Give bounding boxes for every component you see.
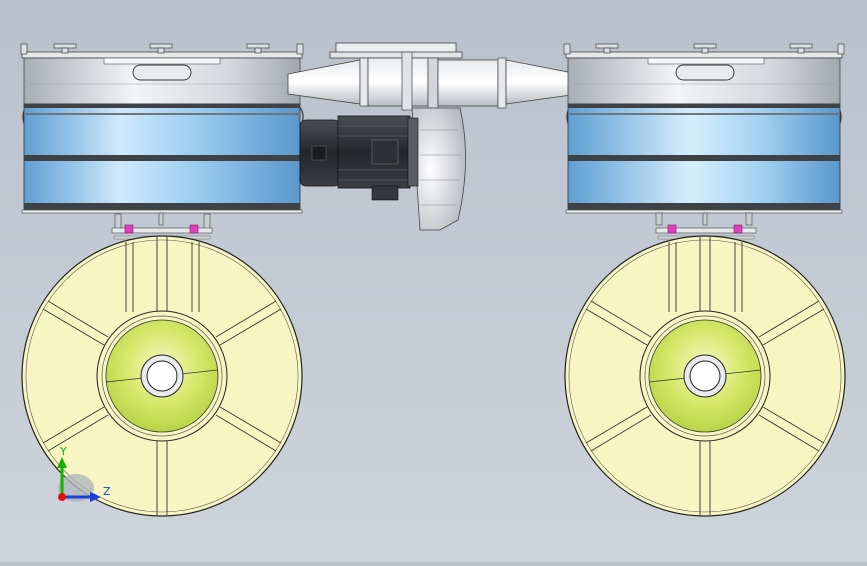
- right-inspection-slot: [675, 64, 735, 81]
- x-axis-dot: [58, 493, 66, 501]
- coordinate-triad[interactable]: Y Z: [57, 445, 111, 502]
- left-unit: [20, 43, 304, 517]
- z-axis-label: Z: [103, 485, 111, 498]
- motor-terminal-box: [371, 139, 399, 165]
- left-inspection-slot: [132, 64, 192, 81]
- left-marker-a: [124, 224, 134, 234]
- y-axis-label: Y: [59, 445, 67, 458]
- left-bottom-fittings: [111, 212, 213, 240]
- right-marker-b: [733, 224, 743, 234]
- left-top-nozzles: [20, 43, 304, 59]
- motor: [299, 115, 419, 201]
- right-marker-a: [667, 224, 677, 234]
- left-marker-b: [189, 224, 199, 234]
- right-cone-duct: [505, 59, 579, 105]
- fan-scroll: [411, 107, 466, 231]
- left-wheel: [21, 235, 303, 517]
- right-bottom-fittings: [655, 212, 757, 240]
- right-unit: [563, 43, 846, 517]
- right-top-nozzles: [563, 43, 845, 59]
- center-blower: [287, 42, 579, 231]
- right-wheel: [564, 235, 846, 517]
